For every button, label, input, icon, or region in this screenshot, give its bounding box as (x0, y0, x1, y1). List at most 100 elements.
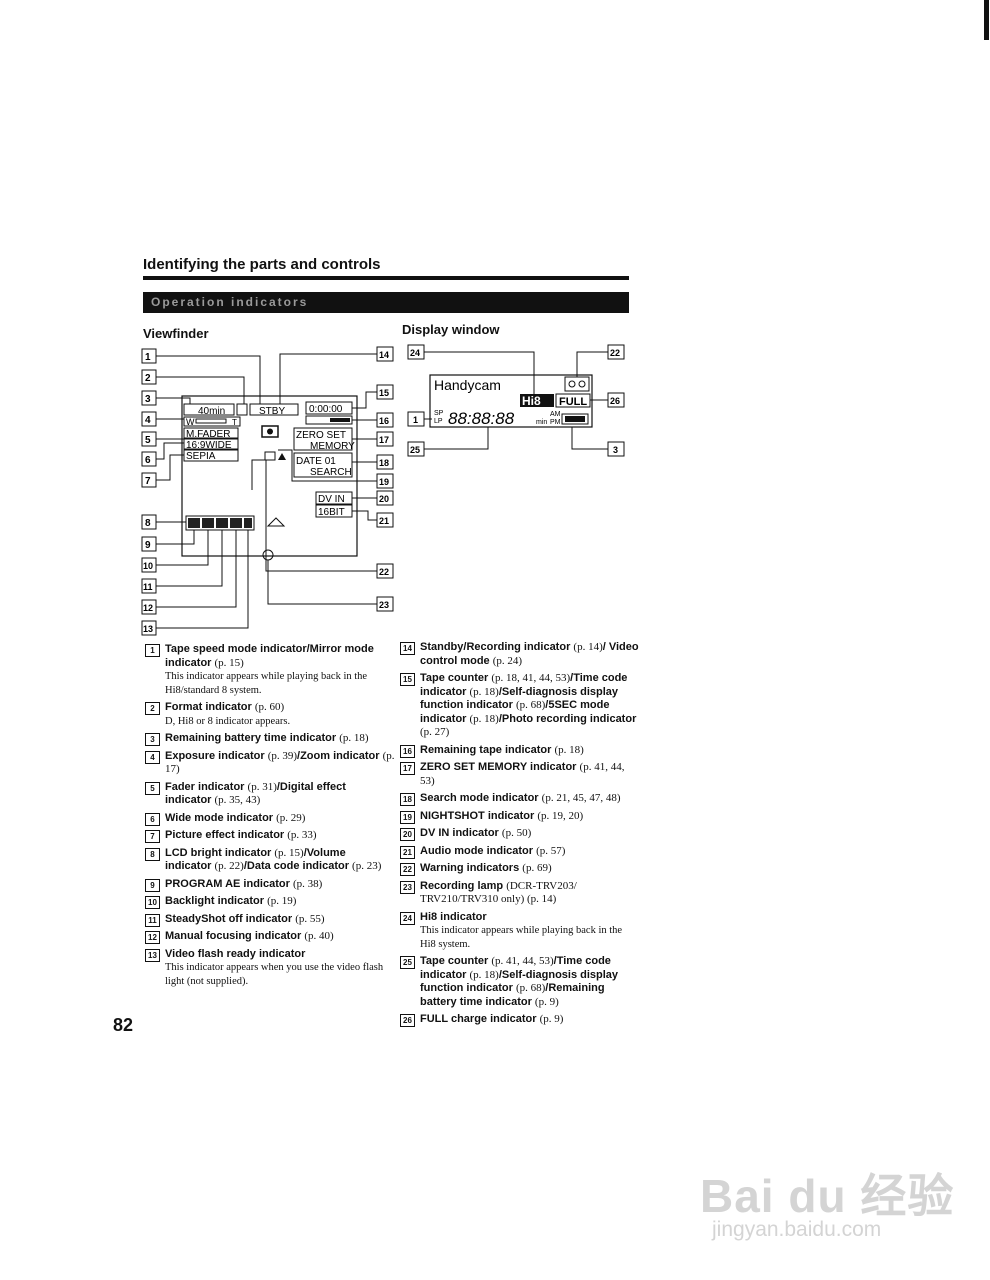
viewfinder-diagram: 40min STBY 0:00:00 W T M.FADER 16:9WIDE … (141, 346, 394, 636)
dv-in-label: DV IN (318, 494, 345, 505)
page-reference: (p. 50) (501, 827, 532, 839)
item-number: 10 (145, 896, 160, 909)
item-number: 2 (145, 702, 160, 715)
vf-callout-20: 20 (379, 494, 389, 504)
page-reference: (p. 41, 44, 53) (491, 955, 554, 967)
vf-callout-19: 19 (379, 477, 389, 487)
page-reference: (p. 29) (276, 811, 306, 824)
item-note: D, Hi8 or 8 indicator appears. (165, 715, 291, 727)
page-reference: (p. 17) (165, 749, 395, 776)
lp-label: LP (434, 418, 443, 425)
item-title: Tape counter (420, 955, 489, 967)
vf-callout-10: 10 (143, 561, 153, 571)
page-reference: (p. 33) (287, 829, 317, 841)
vf-callout-8: 8 (145, 518, 151, 529)
vf-callout-7: 7 (145, 476, 151, 487)
dw-callout-22: 22 (610, 348, 620, 358)
lcd-digits: 88:88:88 (448, 409, 515, 428)
item-number: 16 (400, 744, 415, 758)
item-number: 7 (145, 830, 160, 843)
min-label: min (536, 419, 547, 426)
vf-callout-16: 16 (379, 416, 389, 426)
item-title: LCD bright indicator (165, 846, 272, 859)
item-number: 14 (400, 642, 415, 655)
dw-callout-1: 1 (413, 415, 418, 425)
vf-callout-23: 23 (379, 600, 389, 610)
item-title: Picture effect indicator (165, 829, 285, 841)
item-title: /Time code indicator (420, 672, 628, 698)
item-number: 9 (145, 878, 160, 892)
section-title: Identifying the parts and controls (143, 256, 381, 273)
date-label: DATE 01 (296, 456, 336, 467)
item-title: FULL charge indicator (420, 1013, 537, 1025)
title-rule (143, 276, 629, 280)
am-label: AM (550, 411, 561, 418)
viewfinder-frame (181, 395, 358, 557)
page-reference: (p. 15) (214, 656, 244, 669)
item-number: 26 (400, 1014, 415, 1027)
page-reference: (p. 19) (267, 895, 297, 907)
item-title: Tape speed mode indicator (165, 643, 307, 655)
page-reference: (p. 9) (534, 995, 559, 1008)
item-title: Hi8 indicator (420, 910, 487, 923)
item-number: 11 (145, 913, 160, 927)
page-reference: (p. 19, 20) (537, 809, 584, 822)
viewfinder-heading: Viewfinder (143, 326, 209, 341)
item-number: 13 (145, 948, 160, 962)
item-number: 24 (400, 911, 415, 925)
baidu-watermark-logo: Bai du 经验 (700, 1170, 955, 1222)
page-reference: (p. 15) (274, 846, 304, 859)
zoom-w: W (186, 417, 195, 427)
vf-callout-18: 18 (379, 458, 389, 468)
vf-callout-15: 15 (379, 388, 389, 398)
vf-callout-6: 6 (145, 455, 151, 466)
dw-callout-25: 25 (410, 445, 420, 455)
item-number: 25 (400, 956, 415, 969)
page-reference: (p. 18) (339, 732, 369, 744)
item-number: 5 (145, 781, 160, 795)
page-reference: (p. 18, 41, 44, 53) (491, 672, 571, 684)
item-title: Warning indicators (420, 862, 520, 874)
item-title: Standby/Recording indicator (420, 641, 571, 653)
item-number: 22 (400, 863, 415, 876)
item-title: ZERO SET MEMORY indicator (420, 761, 577, 773)
item-title: /Zoom indicator (297, 749, 380, 762)
item-title: Fader indicator (165, 780, 245, 793)
item-number: 19 (400, 810, 415, 824)
zero-set-label: ZERO SET (296, 430, 346, 441)
page-reference: (p. 27) (420, 726, 450, 738)
item-title: DV IN indicator (420, 827, 499, 839)
vf-callout-3: 3 (145, 394, 151, 405)
dw-callout-24: 24 (410, 348, 420, 358)
item-title: /Remaining battery time indicator (420, 982, 605, 1008)
item-number: 3 (145, 733, 160, 746)
page-reference: (p. 18) (469, 968, 499, 981)
item-number: 1 (145, 644, 160, 657)
page-reference: (p. 14) (573, 641, 603, 653)
item-number: 12 (145, 931, 160, 944)
item-number: 6 (145, 812, 160, 826)
page-reference: (p. 38) (292, 877, 323, 890)
item-title: /Data code indicator (243, 860, 349, 872)
item-title: /Mirror mode indicator (165, 643, 374, 669)
vf-callout-9: 9 (145, 540, 151, 551)
vf-callout-12: 12 (143, 603, 153, 613)
page-reference: (p. 41, 44, 53) (420, 761, 625, 787)
item-number: 4 (145, 750, 160, 764)
sp-label: SP (434, 410, 444, 417)
item-number: 23 (400, 880, 415, 894)
description-item: 1 Tape speed mode indicator/Mirror mode i… (145, 643, 395, 697)
item-note: This indicator appears while playing bac… (420, 925, 623, 950)
page-reference: (DCR-TRV203/ TRV210/TRV310 only) (p. 14) (420, 879, 577, 906)
